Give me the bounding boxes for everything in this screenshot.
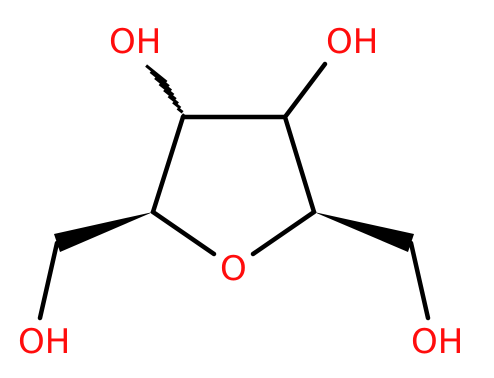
label-oh-bottom-left: OH — [18, 322, 70, 362]
bond-c1-ring-o — [150, 209, 217, 257]
bond-ch2-oh-bottom-right — [408, 240, 431, 321]
wedge-bond-right — [314, 212, 414, 252]
bond-c3-c4 — [282, 114, 317, 215]
bond-c3-oh-top-right — [282, 61, 328, 120]
bond-ch2-oh-bottom-left — [37, 240, 60, 321]
label-oh-top-left: OH — [109, 22, 161, 62]
label-oh-bottom-right: OH — [411, 322, 463, 362]
hashed-wedge-bond — [145, 64, 186, 118]
wedge-bond-left — [54, 212, 153, 252]
label-oh-top-right: OH — [326, 22, 378, 62]
label-ring-oxygen: O — [220, 249, 247, 289]
bond-c4-ring-o — [250, 209, 317, 257]
bond-c2-c1 — [150, 114, 186, 215]
